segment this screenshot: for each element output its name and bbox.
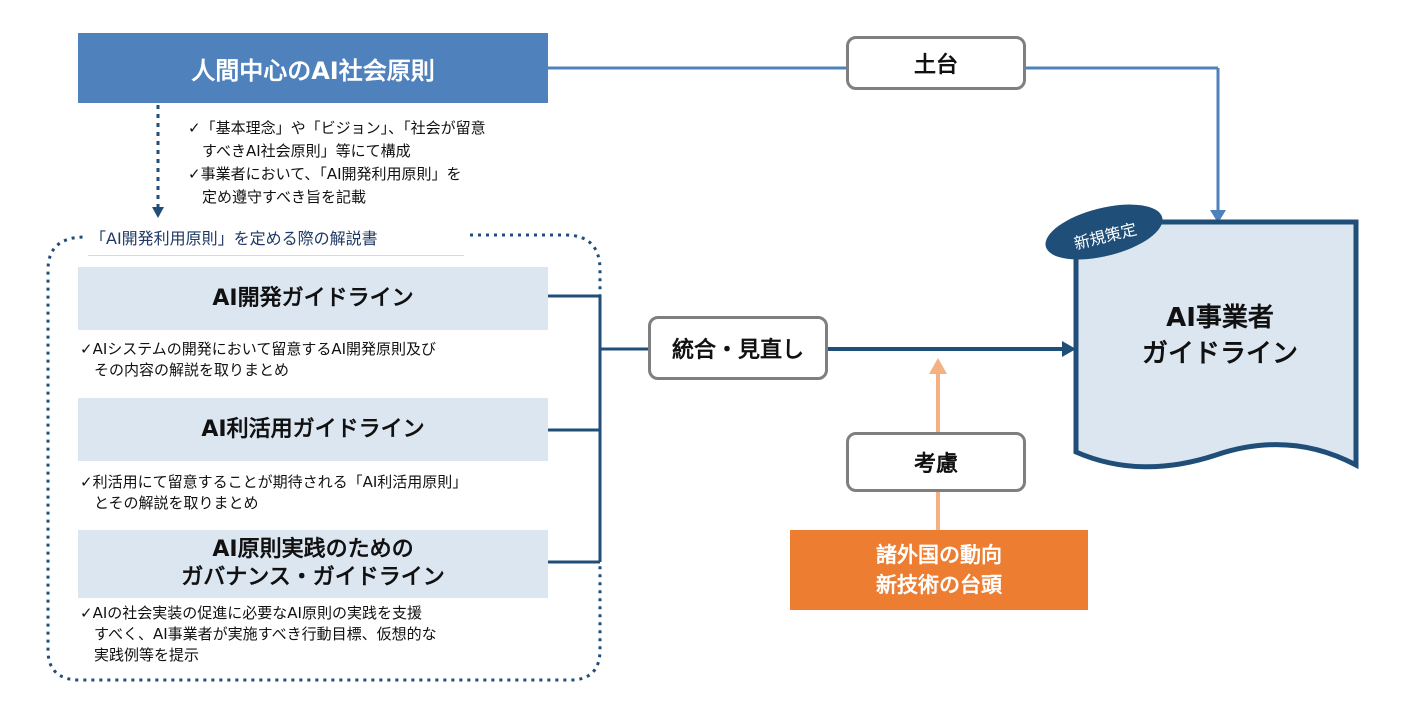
external-factor-line: 諸外国の動向 — [876, 543, 1002, 567]
principles-note-line: すべきAI社会原則」等にて構成 — [202, 142, 411, 160]
dev-guideline-desc: ✓AIシステムの開発において留意するAI開発原則及び その内容の解説を取りまとめ — [80, 340, 437, 379]
use-guideline-box: AI利活用ガイドライン — [78, 398, 548, 461]
governance-guideline-title: ガバナンス・ガイドライン — [181, 565, 445, 590]
integrate-box: 統合・見直し — [648, 316, 828, 380]
principles-notes: ✓「基本理念」や「ビジョン」、「社会が留意 すべきAI社会原則」等にて構成 ✓事… — [188, 117, 486, 209]
principles-note-line: 定め遵守すべき旨を記載 — [202, 188, 366, 206]
foundation-box: 土台 — [846, 36, 1026, 90]
foundation-arrow-head — [1210, 210, 1226, 223]
result-document-shape — [1073, 219, 1359, 470]
external-factor-line: 新技術の台頭 — [876, 573, 1002, 597]
external-factors-box: 諸外国の動向 新技術の台頭 — [790, 530, 1088, 610]
new-badge-shape — [1045, 204, 1163, 260]
dev-guideline-title: AI開発ガイドライン — [212, 285, 414, 311]
use-guideline-title: AI利活用ガイドライン — [201, 416, 425, 442]
dotted-group-border — [46, 233, 602, 682]
dev-guideline-box: AI開発ガイドライン — [78, 267, 548, 330]
principles-note-line: ✓「基本理念」や「ビジョン」、「社会が留意 — [188, 119, 486, 137]
integrate-arrow-head — [1062, 341, 1076, 357]
orange-arrow-head — [929, 358, 947, 374]
principles-note-line: ✓事業者において、「AI開発利用原則」を — [188, 165, 462, 183]
governance-guideline-box: AI原則実践のための ガバナンス・ガイドライン — [78, 530, 548, 598]
principles-box: 人間中心のAI社会原則 — [78, 33, 548, 103]
governance-guideline-desc: ✓AIの社会実装の促進に必要なAI原則の実践を支援 すべく、AI事業者が実施すべ… — [80, 604, 437, 664]
consider-box: 考慮 — [846, 432, 1026, 492]
governance-guideline-title: AI原則実践のための — [212, 537, 414, 562]
result-document-title: AI事業者 ガイドライン — [1141, 303, 1298, 369]
use-guideline-desc: ✓利活用にて留意することが期待される「AI利活用原則」 とその解説を取りまとめ — [80, 473, 468, 512]
explanation-label: 「AI開発利用原則」を定める際の解説書 — [88, 218, 464, 256]
dotted-arrow-head — [152, 207, 164, 218]
principles-title: 人間中心のAI社会原則 — [191, 56, 435, 85]
